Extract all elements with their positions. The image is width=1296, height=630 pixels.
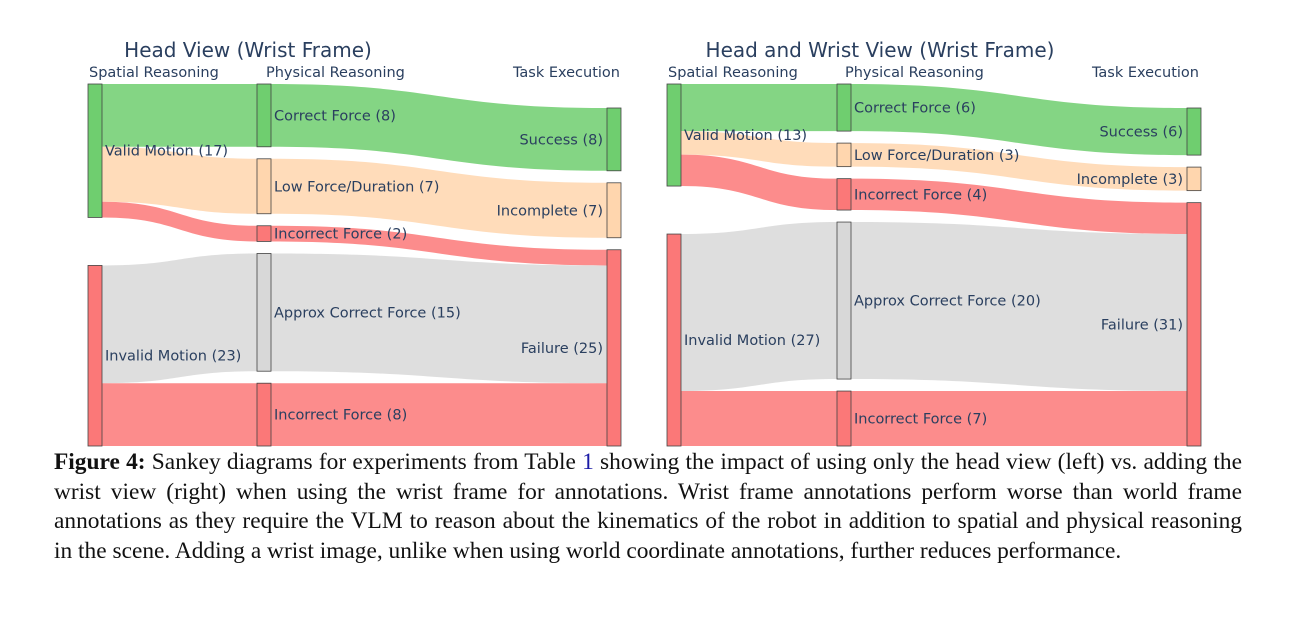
node-label-low-force-duration: Low Force/Duration (7)	[274, 179, 439, 195]
link-vm-to-lf	[102, 146, 257, 214]
column-header-task: Task Execution	[1091, 65, 1199, 81]
column-header-task: Task Execution	[512, 65, 620, 81]
link-if2-to-fa	[851, 391, 1187, 446]
column-header-physical: Physical Reasoning	[266, 65, 405, 81]
node-incorrect-force	[836, 390, 852, 447]
link-lf-to-ic	[271, 158, 607, 238]
link-im-to-acf	[102, 253, 257, 384]
caption-label: Figure 4:	[54, 449, 146, 475]
node-success	[606, 107, 622, 172]
figure-caption: Figure 4: Sankey diagrams for experiment…	[54, 448, 1242, 566]
node-approx-correct-force	[256, 253, 272, 372]
node-label-invalid-motion: Invalid Motion (27)	[684, 333, 820, 349]
link-vm-to-cf	[102, 84, 257, 147]
link-if2-to-fa	[271, 383, 607, 446]
link-vm-to-cf	[681, 84, 837, 132]
node-label-failure: Failure (25)	[521, 341, 603, 357]
link-im-to-if2	[681, 391, 837, 446]
column-header-spatial: Spatial Reasoning	[668, 65, 798, 81]
table-reference-link[interactable]: 1	[582, 449, 594, 475]
link-layer	[681, 84, 1187, 446]
node-label-success: Success (8)	[519, 132, 603, 148]
link-acf-to-fa	[271, 253, 607, 384]
column-header-physical: Physical Reasoning	[845, 65, 984, 81]
node-invalid-motion	[666, 233, 682, 447]
node-layer	[666, 83, 1202, 447]
node-label-incorrect-force: Incorrect Force (4)	[854, 187, 987, 203]
node-label-invalid-motion: Invalid Motion (23)	[105, 349, 241, 365]
node-label-incomplete: Incomplete (7)	[497, 203, 603, 219]
node-label-approx-correct-force: Approx Correct Force (15)	[274, 305, 461, 321]
node-label-incorrect-force: Incorrect Force (2)	[274, 227, 407, 243]
node-label-low-force-duration: Low Force/Duration (3)	[854, 148, 1019, 164]
node-label-approx-correct-force: Approx Correct Force (20)	[854, 294, 1041, 310]
link-im-to-acf	[681, 222, 837, 392]
link-if1-to-fa	[851, 178, 1187, 235]
node-label-success: Success (6)	[1099, 125, 1183, 141]
node-label-correct-force: Correct Force (8)	[274, 108, 396, 124]
caption-text-after: showing the impact of using only the hea…	[54, 449, 1242, 564]
link-lf-to-ic	[851, 143, 1187, 191]
column-header-spatial: Spatial Reasoning	[89, 65, 219, 81]
node-incomplete	[1186, 166, 1202, 192]
link-acf-to-fa	[851, 222, 1187, 392]
node-label-incorrect-force: Incorrect Force (8)	[274, 408, 407, 424]
panel-title: Head and Wrist View (Wrist Frame)	[706, 38, 1055, 62]
node-success	[1186, 107, 1202, 156]
link-vm-to-if1	[102, 201, 257, 242]
sankey-figure: Head View (Wrist Frame) Spatial Reasonin…	[87, 38, 1202, 447]
link-layer	[102, 84, 607, 446]
node-incomplete	[606, 182, 622, 239]
node-label-incomplete: Incomplete (3)	[1077, 172, 1183, 188]
node-correct-force	[256, 83, 272, 148]
label-layer: Valid Motion (17) Invalid Motion (23) Corr…	[105, 108, 603, 423]
sankey-panel-head-and-wrist-view: Head and Wrist View (Wrist Frame) Spatia…	[666, 38, 1202, 447]
node-layer	[87, 83, 622, 447]
node-incorrect-force	[836, 178, 852, 211]
node-incorrect-force	[256, 225, 272, 242]
panel-title: Head View (Wrist Frame)	[124, 38, 372, 62]
node-incorrect-force	[256, 382, 272, 447]
node-label-valid-motion: Valid Motion (13)	[684, 128, 807, 144]
label-layer: Valid Motion (13) Invalid Motion (27) Corr…	[684, 101, 1183, 428]
node-approx-correct-force	[836, 221, 852, 380]
caption-text-before: Sankey diagrams for experiments from Tab…	[145, 449, 583, 475]
node-correct-force	[836, 83, 852, 132]
node-label-failure: Failure (31)	[1101, 317, 1183, 333]
node-label-correct-force: Correct Force (6)	[854, 101, 976, 117]
node-failure	[606, 249, 622, 447]
node-valid-motion	[666, 83, 682, 187]
node-invalid-motion	[87, 265, 103, 447]
link-cf-to-su	[851, 84, 1187, 156]
link-im-to-if2	[102, 383, 257, 446]
node-low-force-duration	[836, 142, 852, 168]
sankey-panel-head-view: Head View (Wrist Frame) Spatial Reasonin…	[87, 38, 622, 447]
link-cf-to-su	[271, 84, 607, 171]
link-vm-to-if1	[681, 154, 837, 211]
node-low-force-duration	[256, 158, 272, 215]
node-label-incorrect-force: Incorrect Force (7)	[854, 412, 987, 428]
link-vm-to-lf	[681, 131, 837, 167]
node-valid-motion	[87, 83, 103, 218]
link-if1-to-fa	[271, 225, 607, 266]
node-failure	[1186, 202, 1202, 447]
node-label-valid-motion: Valid Motion (17)	[105, 144, 228, 160]
